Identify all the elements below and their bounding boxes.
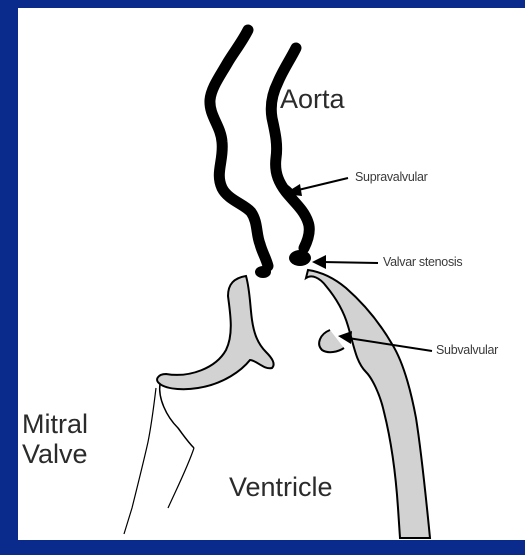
mitral-valve-leaflet: [160, 384, 194, 448]
subvalvular-label: Subvalvular: [436, 343, 498, 357]
mitral-label-line2: Valve: [22, 439, 88, 469]
valvar-arrow: [312, 255, 378, 269]
ventricle-label: Ventricle: [229, 472, 333, 503]
mitral-label-line1: Mitral: [22, 409, 88, 439]
supravalvular-arrow: [284, 178, 348, 196]
subvalvular-ridge: [319, 330, 344, 352]
valve-leaflet-right: [289, 250, 311, 266]
supravalvular-label: Supravalvular: [355, 170, 428, 184]
left-ventricular-wall: [157, 276, 273, 389]
valve-leaflet-left: [255, 266, 271, 278]
mitral-valve-chord: [124, 388, 156, 534]
aorta-right-wall: [271, 48, 309, 248]
diagram-panel: Aorta Supravalvular Valvar stenosis Subv…: [18, 8, 525, 540]
heart-outflow-diagram: [18, 8, 525, 540]
valvar-label: Valvar stenosis: [383, 255, 462, 269]
aorta-left-wall: [210, 30, 268, 266]
aorta-label: Aorta: [280, 84, 345, 115]
mitral-valve-chord-2: [168, 448, 194, 508]
mitral-valve-label: Mitral Valve: [22, 409, 88, 469]
